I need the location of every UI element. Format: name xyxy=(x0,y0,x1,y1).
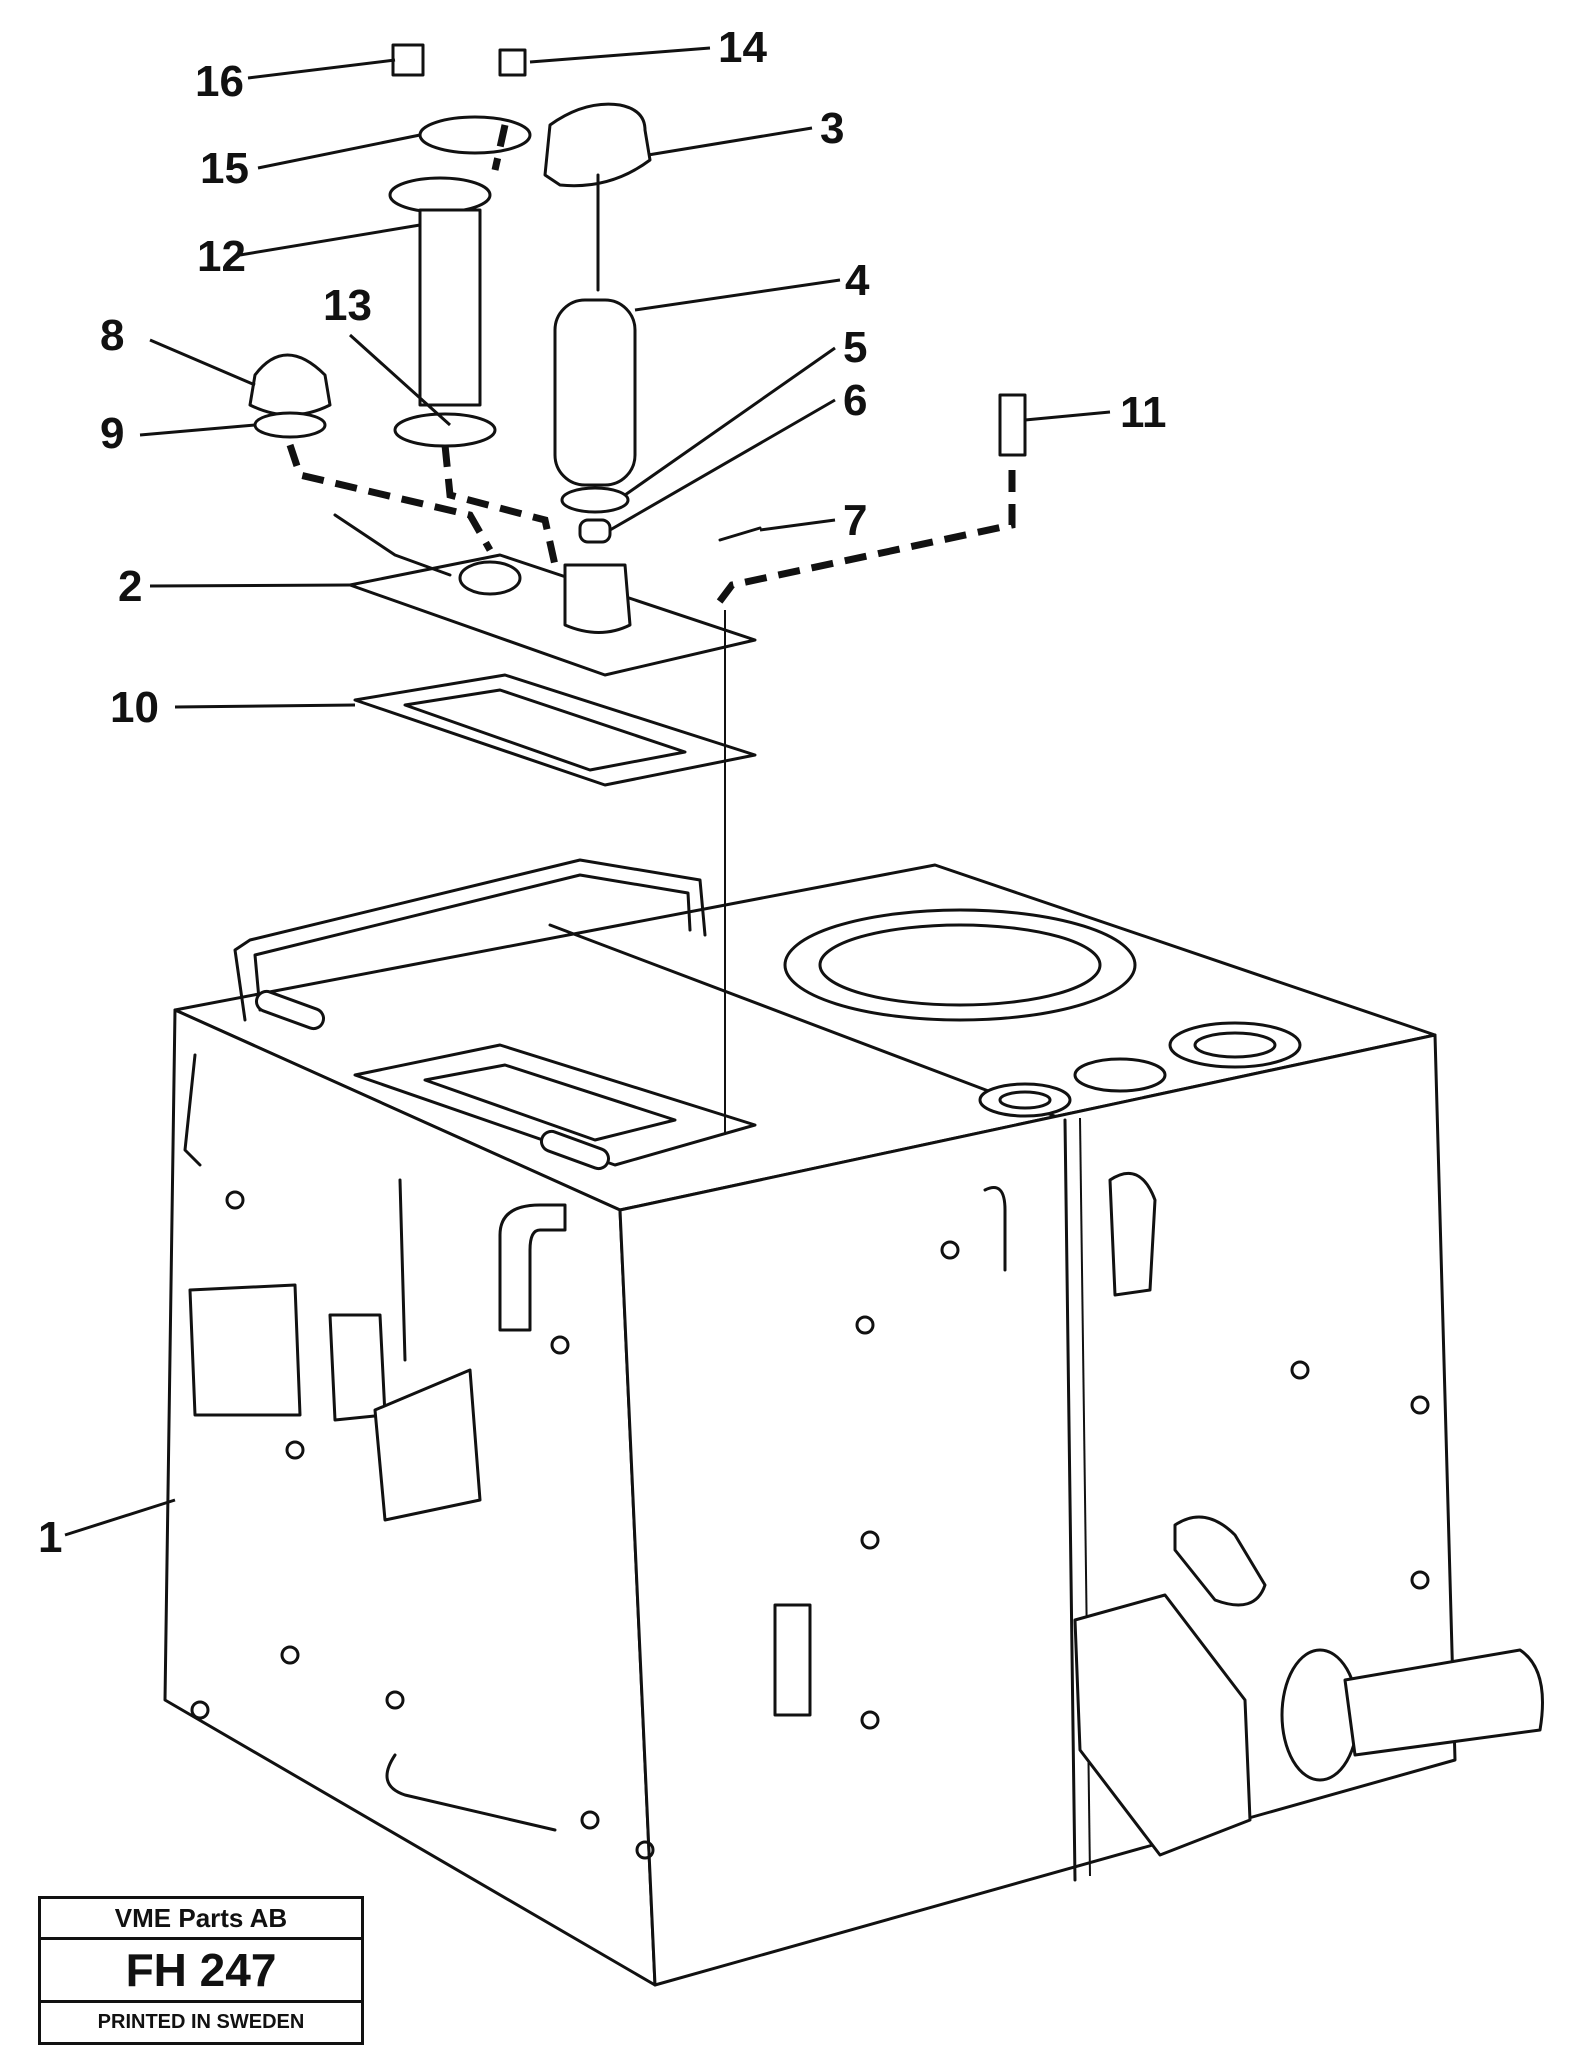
screw-16 xyxy=(391,43,425,77)
large-port-opening xyxy=(818,923,1102,1007)
cover-gasket xyxy=(353,673,757,787)
callout-7: 7 xyxy=(843,496,867,545)
filter-element xyxy=(553,298,637,487)
callout-11: 11 xyxy=(1120,388,1167,437)
callout-14: 14 xyxy=(718,23,767,72)
tube-flange xyxy=(388,176,492,214)
top-handle-rail xyxy=(233,858,707,1022)
callout-1: 1 xyxy=(38,1513,62,1562)
callout-5: 5 xyxy=(843,323,867,372)
handle-grip-right xyxy=(540,1129,610,1171)
cover-chain xyxy=(333,513,452,577)
callout-13: 13 xyxy=(323,281,372,330)
cover-plate xyxy=(333,513,757,677)
filler-cap xyxy=(248,353,332,417)
breather-tube xyxy=(418,208,482,407)
tank-section-split xyxy=(1063,1118,1077,1882)
callout-10: 10 xyxy=(110,683,159,732)
outlet-pipe xyxy=(1343,1648,1544,1757)
large-flange-port xyxy=(783,908,1137,1022)
port-flange-b xyxy=(1073,1057,1167,1093)
tank-top-divider xyxy=(548,923,1067,1122)
filter-seal xyxy=(560,486,630,514)
cover-plate-body xyxy=(348,553,757,677)
assembly-line-flange xyxy=(491,124,509,171)
sight-tube xyxy=(183,1053,202,1167)
port-opening-c xyxy=(998,1090,1052,1110)
port-flange-c xyxy=(978,1082,1072,1118)
split-pin xyxy=(718,526,762,542)
callout-3: 3 xyxy=(820,104,844,153)
filler-cap-seal xyxy=(253,411,327,439)
breather-flange xyxy=(418,115,532,155)
callout-9: 9 xyxy=(100,409,124,458)
port-flange-a xyxy=(1168,1021,1302,1069)
callout-6: 6 xyxy=(843,376,867,425)
port-opening-a xyxy=(1193,1031,1277,1059)
mount-bracket xyxy=(1073,1593,1252,1857)
breather-cap xyxy=(1173,1515,1267,1607)
hydraulic-tank xyxy=(163,858,1544,1987)
callout-15: 15 xyxy=(200,144,249,193)
leader-lines xyxy=(64,46,1111,1537)
gasket-outer xyxy=(353,673,757,787)
filter-cap xyxy=(543,102,652,188)
left-bracket-b xyxy=(328,1313,387,1422)
filter-housing xyxy=(563,563,632,634)
handle-grip-left xyxy=(255,989,325,1031)
stamp-code: FH 247 xyxy=(41,1940,361,2003)
assembly-line-tube xyxy=(441,444,559,566)
callout-4: 4 xyxy=(845,256,870,305)
callout-2: 2 xyxy=(118,562,142,611)
left-bracket-a xyxy=(188,1283,302,1417)
outlet-flange xyxy=(1280,1648,1360,1782)
callout-12: 12 xyxy=(197,232,246,281)
elbow-pipe xyxy=(498,1203,567,1332)
screw-11 xyxy=(998,393,1027,457)
inspection-opening xyxy=(423,1063,677,1142)
assembly-line-cap xyxy=(286,443,494,552)
gasket-inner xyxy=(403,688,687,772)
lower-handle xyxy=(385,1753,557,1832)
level-dipstick xyxy=(398,1178,407,1362)
filler-neck xyxy=(458,560,522,596)
side-plate xyxy=(773,1603,812,1717)
top-handle-rail-inner xyxy=(253,873,692,1012)
filter-nut xyxy=(578,518,612,544)
title-stamp: VME Parts AB FH 247 PRINTED IN SWEDEN xyxy=(38,1896,364,2045)
tank-bolts xyxy=(190,1190,1430,1860)
stamp-printed: PRINTED IN SWEDEN xyxy=(97,2011,305,2033)
right-hose-a xyxy=(1108,1171,1157,1297)
callout-16: 16 xyxy=(195,57,244,106)
assembly-line-screw xyxy=(714,470,1016,608)
stamp-company: VME Parts AB xyxy=(41,1899,361,1940)
screw-14 xyxy=(498,48,527,77)
right-hose-b xyxy=(983,1186,1007,1272)
left-bracket-c xyxy=(373,1368,482,1522)
callout-8: 8 xyxy=(100,311,124,360)
